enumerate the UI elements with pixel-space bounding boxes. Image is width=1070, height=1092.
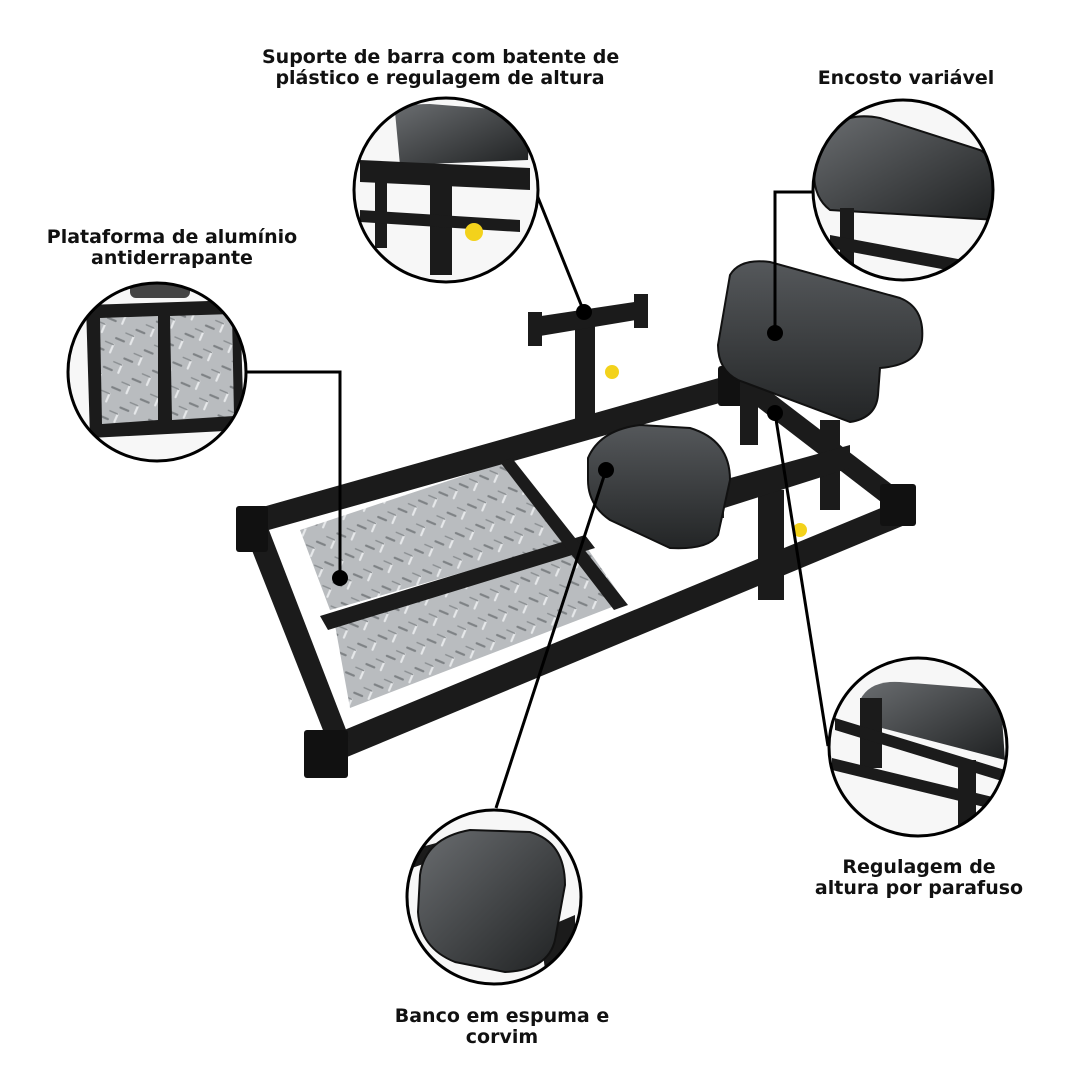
callout-platform-line1: Plataforma de alumínio [46,226,298,248]
leader-platform [247,370,342,578]
callout-backrest-line1: Encosto variável [817,67,995,89]
leader-lines [247,189,830,809]
callout-dots [332,304,783,586]
backrest-pad [716,260,924,424]
detail-seat [405,808,583,986]
callout-height-adjust-line1: Regulagem de [842,856,996,878]
seat-knob [793,523,807,537]
seat-pad [587,423,732,550]
callout-height-adjust-label: Regulagem de altura por parafuso [808,857,1030,899]
bar-support-knob [605,365,619,379]
detail-backrest [811,98,995,282]
callout-seat-line1: Banco em espuma e [394,1005,610,1027]
aluminum-plate-rear [300,462,570,610]
leader-seat [494,469,608,809]
callout-bar-support-label: Suporte de barra com batente de plástico… [262,46,620,89]
callout-platform-line2: antiderrapante [91,247,253,269]
aluminum-plate-front [335,545,625,708]
leader-backrest [773,190,813,333]
bar-support-cradle [528,300,648,338]
callout-height-adjust-line2: altura por parafuso [814,877,1024,899]
detail-height-adjust [827,656,1009,838]
callout-seat-line2: corvim [465,1026,539,1048]
seat-post [758,490,784,600]
leader-bar-support [533,189,586,313]
bench-frame [236,260,924,778]
detail-bar-support [352,96,540,284]
detail-platform [66,281,248,463]
bar-support-post [575,318,595,428]
callout-seat-label: Banco em espuma e corvim [382,1006,622,1048]
callout-platform-label: Plataforma de alumínio antiderrapante [40,227,304,269]
callout-bar-support-line1: Suporte de barra com batente de [262,46,620,68]
callout-bar-support-line2: plástico e regulagem de altura [275,67,605,89]
callout-backrest-label: Encosto variável [806,68,1006,89]
leader-height-adjust [773,412,830,747]
